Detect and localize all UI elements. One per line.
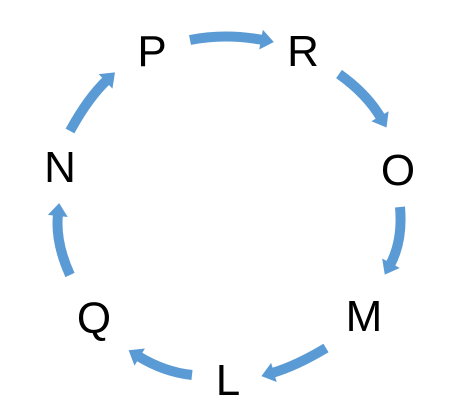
node-m: M bbox=[346, 292, 383, 341]
arrowhead bbox=[261, 362, 277, 383]
arrow-l-to-q bbox=[128, 348, 193, 380]
node-p: P bbox=[137, 27, 166, 76]
node-q: Q bbox=[77, 294, 111, 343]
arrow-shaft bbox=[65, 76, 111, 134]
node-l: L bbox=[216, 356, 240, 405]
node-r: R bbox=[287, 27, 319, 76]
arrow-o-to-m bbox=[382, 206, 406, 275]
arrow-shaft bbox=[385, 206, 406, 268]
cycle-arrows bbox=[47, 29, 406, 383]
node-n: N bbox=[44, 143, 76, 192]
arrow-shaft bbox=[336, 69, 386, 121]
arrow-n-to-p bbox=[65, 72, 115, 134]
arrow-q-to-n bbox=[47, 203, 75, 278]
arrowhead bbox=[259, 29, 274, 50]
arrowhead bbox=[47, 203, 68, 218]
arrow-shaft bbox=[135, 351, 193, 380]
arrowhead bbox=[382, 258, 400, 275]
node-o: O bbox=[381, 146, 415, 195]
arrow-r-to-o bbox=[336, 69, 389, 128]
arrowhead bbox=[371, 111, 389, 128]
arrow-shaft bbox=[52, 213, 75, 278]
arrow-m-to-l bbox=[261, 343, 329, 383]
arrow-shaft bbox=[270, 343, 329, 378]
arrow-p-to-r bbox=[189, 29, 274, 50]
arrowhead bbox=[98, 72, 115, 89]
arrowhead bbox=[128, 348, 145, 366]
arrow-shaft bbox=[189, 31, 264, 45]
